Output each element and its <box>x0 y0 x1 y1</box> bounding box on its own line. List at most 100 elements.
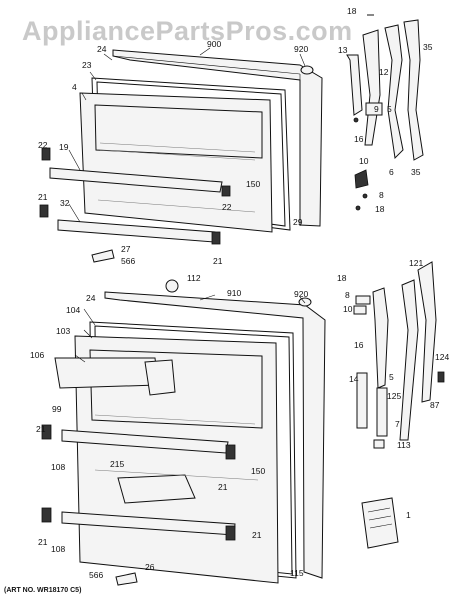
fresh-bracket-left-upper <box>41 424 52 440</box>
part-26-566 <box>115 572 138 586</box>
callout-21-fresh-3: 21 <box>252 530 262 540</box>
callout-7: 7 <box>395 419 400 429</box>
callout-12: 12 <box>379 67 389 77</box>
callout-21-fresh-2: 21 <box>218 482 228 492</box>
callout-99: 99 <box>52 404 62 414</box>
callout-22-right: 22 <box>222 202 232 212</box>
door-bin-99 <box>54 357 159 389</box>
callout-6: 6 <box>389 167 394 177</box>
callout-5-lower: 5 <box>389 372 394 382</box>
callout-115: 115 <box>290 568 304 578</box>
leader-lines <box>68 47 306 363</box>
callout-32: 32 <box>60 198 70 208</box>
callout-24: 24 <box>97 44 107 54</box>
freezer-door-assembly <box>39 14 424 263</box>
callout-21-left-top: 21 <box>38 192 48 202</box>
part-125 <box>376 387 388 437</box>
fresh-bracket-right-lower <box>225 525 236 541</box>
plug-112 <box>165 279 179 293</box>
callout-16-lower: 16 <box>354 340 364 350</box>
callout-8: 8 <box>379 190 384 200</box>
part-9 <box>365 102 383 116</box>
hinge-bar-7 <box>399 279 419 441</box>
freezer-callouts: 18 900 920 24 13 12 35 23 4 16 5 9 22 19… <box>38 6 433 266</box>
hinge-bar-6 <box>384 24 404 160</box>
callout-150-top: 150 <box>246 179 260 189</box>
part-27-566 <box>91 249 115 263</box>
callout-1: 1 <box>406 510 411 520</box>
callout-4: 4 <box>72 82 77 92</box>
callout-19: 19 <box>59 142 69 152</box>
callout-113: 113 <box>397 440 411 450</box>
callout-21-bottom: 21 <box>213 256 223 266</box>
hinge-bar-35 <box>403 19 424 161</box>
callout-920-lower: 920 <box>294 289 308 299</box>
callout-215: 215 <box>110 459 124 469</box>
callout-124: 124 <box>435 352 449 362</box>
callout-29: 29 <box>293 217 303 227</box>
art-number-caption: (ART NO. WR18170 C5) <box>4 587 81 594</box>
part-10-lower <box>353 305 367 315</box>
callout-108-lower: 108 <box>51 544 65 554</box>
freezer-bracket-left-22 <box>41 147 51 161</box>
callout-23: 23 <box>82 60 92 70</box>
fresh-bracket-right-upper <box>225 444 236 460</box>
part-10 <box>354 169 369 189</box>
callout-27: 27 <box>121 244 131 254</box>
callout-8-lower: 8 <box>345 290 350 300</box>
callout-106: 106 <box>30 350 44 360</box>
callout-900: 900 <box>207 39 221 49</box>
part-8 <box>355 295 371 305</box>
fresh-food-outer-door <box>104 291 326 579</box>
callout-9: 9 <box>374 104 379 114</box>
callout-910: 910 <box>227 288 241 298</box>
freezer-bracket-left-21 <box>39 204 49 218</box>
callout-566-top: 566 <box>121 256 135 266</box>
callout-35-bottom: 35 <box>411 167 421 177</box>
part-13 <box>346 54 363 116</box>
callout-21-fresh-4: 21 <box>38 537 48 547</box>
callout-5: 5 <box>387 104 392 114</box>
dairy-bin-215 <box>117 474 196 504</box>
callout-125: 125 <box>387 391 401 401</box>
callout-10-lower: 10 <box>343 304 353 314</box>
part-113 <box>373 439 385 449</box>
callout-104: 104 <box>66 305 80 315</box>
callout-26: 26 <box>145 562 155 572</box>
freezer-bracket-right-21 <box>211 231 221 245</box>
callout-108-upper: 108 <box>51 462 65 472</box>
hinge-bar-121 <box>417 261 437 403</box>
part-124 <box>437 371 445 383</box>
callout-21-fresh-1: 21 <box>36 424 46 434</box>
callout-14: 14 <box>349 374 359 384</box>
plug-920-bottom <box>298 297 312 307</box>
callout-112: 112 <box>187 273 201 283</box>
callout-18-lower: 18 <box>337 273 347 283</box>
callout-18-mid: 18 <box>375 204 385 214</box>
fresh-food-callouts: 112 910 920 24 18 121 104 8 103 10 106 1… <box>30 258 449 580</box>
part-1-card <box>361 497 399 549</box>
callout-566-lower: 566 <box>89 570 103 580</box>
plug-920-top <box>300 65 314 75</box>
door-bin-end <box>144 359 176 396</box>
fresh-bracket-left-lower <box>41 507 52 523</box>
fresh-food-door-assembly <box>41 261 445 586</box>
hinge-bar-5 <box>372 287 389 389</box>
callout-10: 10 <box>359 156 369 166</box>
callout-35-top: 35 <box>423 42 433 52</box>
callout-24-lower: 24 <box>86 293 96 303</box>
hinge-bar-12 <box>362 29 381 146</box>
callout-150-lower: 150 <box>251 466 265 476</box>
callout-13: 13 <box>338 45 348 55</box>
watermark-text: AppliancePartsPros.com <box>22 16 353 46</box>
freezer-bracket-right-22 <box>221 185 231 197</box>
part-14 <box>356 372 368 429</box>
callout-16: 16 <box>354 134 364 144</box>
callout-18-top: 18 <box>347 6 357 16</box>
freezer-shelf-bar-upper <box>49 167 223 193</box>
callout-22-left: 22 <box>38 140 48 150</box>
callout-121: 121 <box>409 258 423 268</box>
callout-103: 103 <box>56 326 70 336</box>
callout-920: 920 <box>294 44 308 54</box>
